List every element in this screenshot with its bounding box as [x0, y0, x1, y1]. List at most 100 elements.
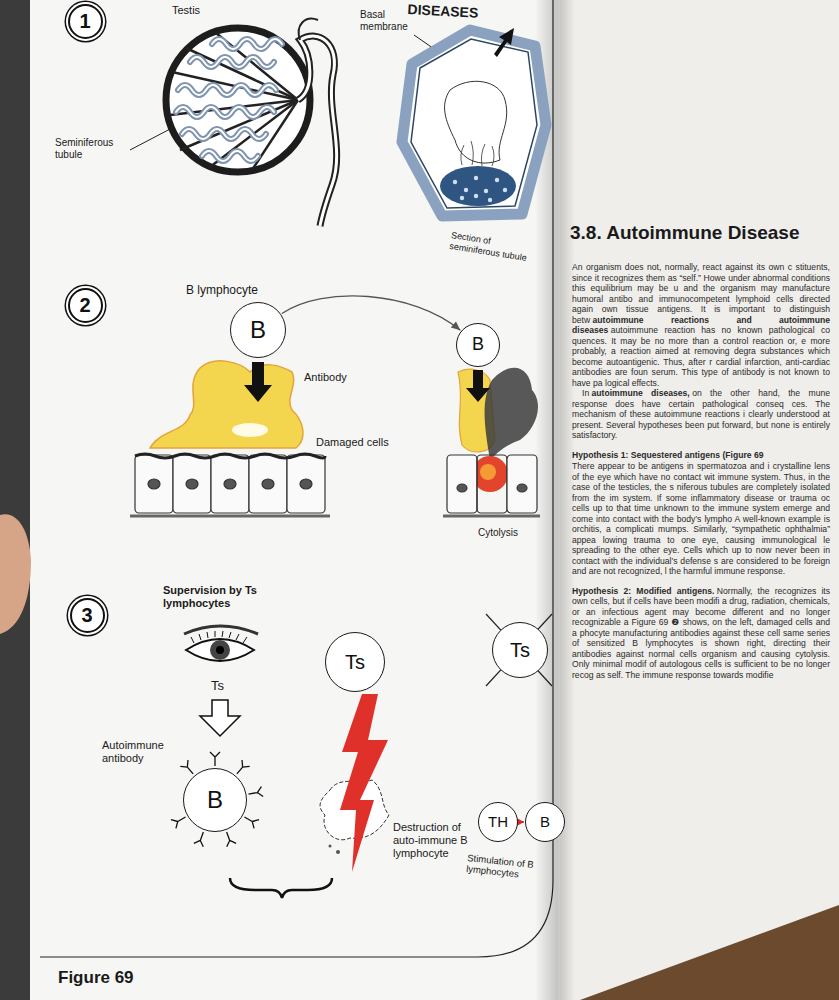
ts-lymphocyte: Ts [492, 622, 548, 678]
testis-drawing [170, 33, 298, 170]
arrowhead [451, 321, 460, 330]
antibody-y-marks [210, 752, 220, 766]
b-lymphocyte: B [183, 768, 247, 832]
eye-drawing [191, 637, 194, 643]
eye-drawing [184, 626, 258, 634]
tubule-section-drawing [474, 176, 478, 180]
antibody-y-marks [171, 813, 188, 829]
node-text: 1 [79, 10, 90, 32]
cytolysis-drawing [447, 455, 477, 513]
testis-drawing [182, 129, 266, 139]
eye-drawing [216, 646, 224, 654]
node-text: B [250, 317, 266, 343]
tubule-section-drawing [461, 141, 494, 166]
testis-drawing [212, 39, 282, 49]
antibody-y-marks [194, 830, 208, 847]
part-label: Basal membrane [360, 9, 412, 33]
part-label: B lymphocyte [186, 283, 258, 297]
text-column: An organism does not, normally, react ag… [572, 262, 830, 680]
node-text: TH [488, 814, 508, 831]
cell-layer [287, 455, 325, 513]
eye-drawing [199, 634, 201, 640]
body-text: Normally, the recognizes its own cells, … [572, 586, 830, 680]
node-text: Ts [510, 639, 530, 661]
cytolysis-drawing [480, 464, 496, 480]
cell-layer [224, 479, 236, 489]
tubule-section-drawing [453, 176, 507, 202]
connector [282, 296, 460, 330]
callout-number: 3 [70, 598, 105, 633]
cell-layer [135, 454, 325, 458]
eye-drawing [191, 631, 247, 643]
part-label: Cytolysis [478, 527, 518, 539]
cell-layer [130, 454, 330, 516]
part-label: Stimulation of B lymphocytes [466, 852, 554, 883]
callout-number: 2 [68, 288, 103, 323]
tubule-section-drawing [440, 166, 516, 206]
body-text: In [582, 388, 589, 398]
bold-text: Hypothesis 2: Modified antigens. [572, 586, 714, 596]
lightning-bolt [340, 694, 388, 872]
cell-layer [262, 479, 274, 489]
cell-layer [130, 515, 330, 518]
page-ground [0, 0, 30, 1000]
tubule-section-drawing [402, 30, 546, 216]
antibody-cloud [232, 423, 268, 437]
cross-out [486, 614, 552, 686]
node-text: Ts [345, 651, 365, 673]
eye-drawing [236, 634, 239, 640]
antibody-y-marks [222, 830, 236, 847]
ts-lymphocyte: Ts [325, 632, 385, 692]
connector-line [282, 296, 460, 330]
node-text: 2 [79, 294, 90, 316]
paragraph: Hypothesis 1: Sequestered antigens (Figu… [572, 450, 830, 577]
tubule-section-drawing [453, 180, 457, 184]
testis-drawing [190, 57, 274, 67]
eye-drawing [184, 626, 258, 661]
eye-drawing [229, 632, 231, 638]
testis-drawing [176, 107, 274, 117]
part-label: Antibody [304, 371, 347, 384]
testis-drawing [176, 39, 282, 161]
part-label: Section of seminiferous tubule [449, 230, 543, 265]
hollow-arrow [200, 700, 240, 736]
figure-caption: Figure 69 [58, 968, 134, 988]
eye-drawing [207, 632, 208, 638]
antibody-y-marks [248, 787, 264, 799]
testis-drawing [178, 85, 276, 95]
testis-drawing [202, 151, 258, 161]
cell-layer [135, 455, 173, 513]
antibody-y-marks [248, 787, 264, 799]
eye-drawing [243, 637, 247, 643]
antibody-y-marks [171, 813, 188, 829]
tubule-section-drawing [484, 189, 488, 193]
antibody-y-marks [242, 813, 259, 829]
tubule-section-drawing [460, 196, 464, 200]
b-lymphocyte: B [525, 802, 565, 842]
part-label: Ts [211, 678, 224, 693]
b-lymphocyte: B [456, 323, 500, 367]
cytolysis-drawing [443, 455, 540, 516]
lightning-bolt [340, 694, 388, 872]
part-label: Autoimmune antibody [102, 739, 178, 765]
page-ground [560, 0, 839, 1000]
part-label: Testis [172, 4, 200, 17]
antibody-y-marks [194, 830, 208, 847]
testis-drawing [176, 107, 274, 117]
cytolysis-drawing [517, 484, 527, 492]
antibody-y-marks [222, 830, 236, 847]
eye-drawing [210, 640, 230, 660]
testis-drawing [299, 19, 318, 40]
node-text: B [207, 787, 223, 813]
eye-drawing [215, 631, 216, 637]
tubule-section-drawing [402, 28, 546, 216]
tubule-section-drawing [411, 39, 537, 208]
cell-layer [249, 455, 287, 513]
testis-drawing [182, 129, 266, 139]
cytolysis-drawing [466, 370, 490, 402]
part-label: Damaged cells [316, 436, 389, 449]
cell-layer [300, 479, 312, 489]
part-label: Destruction of auto-immune B lymphocyte [393, 821, 477, 860]
tubule-section-drawing [503, 188, 507, 192]
tubule-section-drawing [471, 141, 473, 165]
